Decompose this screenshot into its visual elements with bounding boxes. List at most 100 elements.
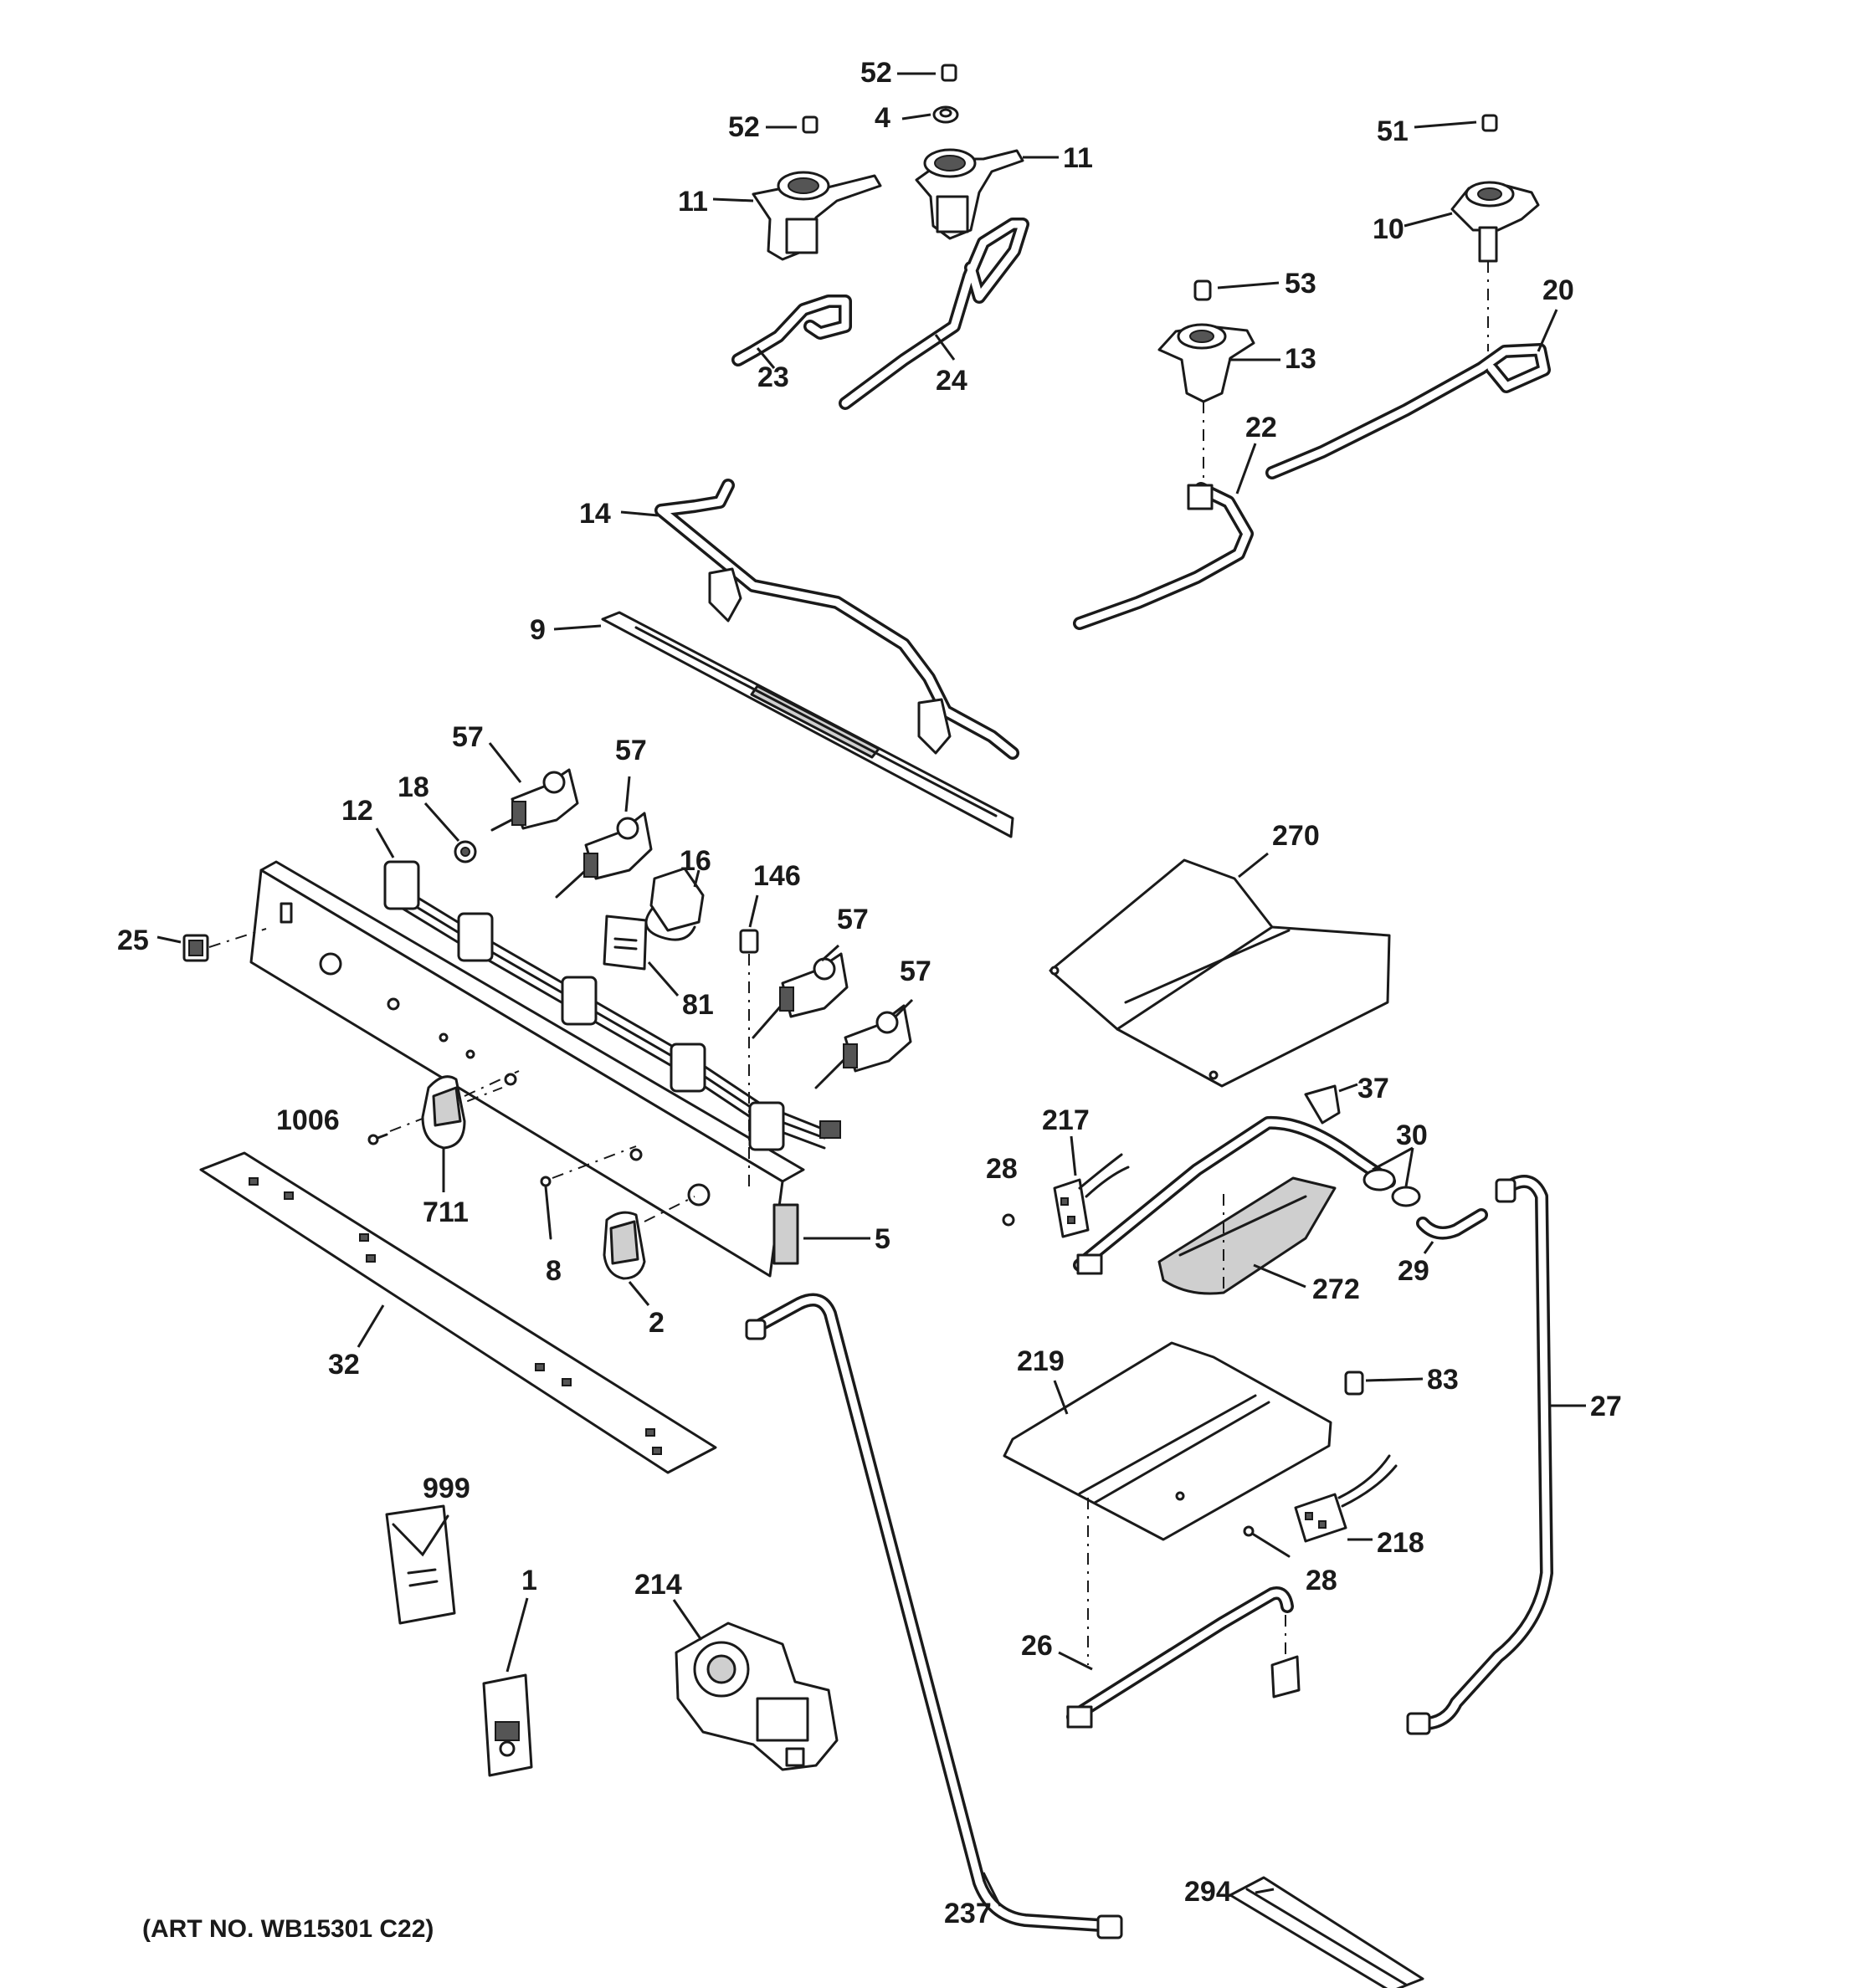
supply-tube-27 xyxy=(1406,1175,1586,1735)
igniter-218 xyxy=(1294,1454,1398,1543)
burner-tube-22 xyxy=(1073,443,1257,630)
heat-shield-270 xyxy=(1049,852,1391,1088)
valve-57-b xyxy=(555,776,653,899)
burner-tube-24 xyxy=(839,218,1029,410)
label-237: 237 xyxy=(944,1898,992,1929)
label-20: 20 xyxy=(1542,274,1574,306)
gas-manifold-14 xyxy=(620,479,1019,760)
art-number: (ART NO. WB15301 C22) xyxy=(142,1915,434,1943)
label-146: 146 xyxy=(753,860,801,892)
label-1: 1 xyxy=(521,1565,537,1596)
valve-57-d xyxy=(814,998,914,1089)
bracket-1 xyxy=(482,1597,533,1777)
valve-57-c xyxy=(752,944,849,1039)
label-294: 294 xyxy=(1184,1876,1232,1908)
orifice-52-top xyxy=(897,64,957,82)
label-2: 2 xyxy=(649,1307,665,1339)
label-9: 9 xyxy=(530,614,546,646)
screw-28-a xyxy=(1002,1213,1015,1227)
valve-57-a xyxy=(488,742,579,832)
label-22: 22 xyxy=(1245,412,1277,443)
label-4: 4 xyxy=(875,102,890,134)
label-218: 218 xyxy=(1377,1527,1424,1559)
labels: 52 52 4 51 11 11 10 53 20 13 23 24 22 14… xyxy=(117,57,1622,1943)
label-23: 23 xyxy=(757,361,789,393)
burner-head-11-left xyxy=(712,171,882,261)
label-711: 711 xyxy=(423,1196,469,1228)
label-18: 18 xyxy=(398,771,429,803)
igniter-217 xyxy=(1053,1135,1130,1238)
nut-18 xyxy=(423,802,477,863)
label-57-c: 57 xyxy=(837,904,869,935)
burner-head-10 xyxy=(1404,181,1540,263)
label-12: 12 xyxy=(341,795,373,827)
literature-999 xyxy=(385,1504,456,1625)
label-999: 999 xyxy=(423,1473,470,1504)
label-217: 217 xyxy=(1042,1104,1090,1136)
control-overlay-32 xyxy=(199,1151,717,1474)
label-27: 27 xyxy=(1590,1391,1622,1422)
label-57-d: 57 xyxy=(900,956,931,987)
label-29: 29 xyxy=(1398,1255,1429,1287)
burner-tube-23 xyxy=(731,295,852,369)
label-57-b: 57 xyxy=(615,735,647,766)
label-28-a: 28 xyxy=(986,1153,1018,1185)
broil-burner-26 xyxy=(1058,1586,1301,1729)
orifice-51 xyxy=(1414,114,1498,132)
wire-harness-12 xyxy=(375,827,841,1151)
label-52-a: 52 xyxy=(728,111,760,143)
label-8: 8 xyxy=(546,1255,562,1287)
spreader-272 xyxy=(1157,1176,1337,1295)
label-11-b: 11 xyxy=(1063,142,1093,174)
label-270: 270 xyxy=(1272,820,1320,852)
label-83: 83 xyxy=(1427,1364,1459,1396)
burner-tube-20 xyxy=(1265,309,1558,479)
ignition-switch-16 xyxy=(644,867,705,941)
screw-8 xyxy=(540,1145,637,1240)
label-52-b: 52 xyxy=(860,57,892,89)
label-272: 272 xyxy=(1312,1273,1360,1305)
nut-4 xyxy=(901,105,959,124)
screw-53 xyxy=(1193,279,1280,301)
shield-294 xyxy=(1229,1876,1424,1988)
label-51: 51 xyxy=(1377,115,1409,147)
control-panel-5 xyxy=(249,860,870,1278)
bake-burner-30 xyxy=(1073,1115,1421,1275)
label-81: 81 xyxy=(682,989,714,1021)
orifice-52-left xyxy=(766,115,819,134)
label-10: 10 xyxy=(1373,213,1404,245)
heat-shield-219 xyxy=(1003,1341,1332,1665)
clip-146 xyxy=(739,894,759,1188)
baffle-37 xyxy=(1304,1083,1358,1125)
supply-tube-237 xyxy=(745,1293,1123,1939)
label-26: 26 xyxy=(1021,1630,1053,1662)
label-11-a: 11 xyxy=(678,186,708,218)
label-81 xyxy=(603,915,680,997)
label-32: 32 xyxy=(328,1349,360,1381)
label-14: 14 xyxy=(579,498,611,530)
label-28-b: 28 xyxy=(1306,1565,1337,1596)
label-53: 53 xyxy=(1285,268,1316,300)
knob-2 xyxy=(603,1196,695,1306)
orifice-29 xyxy=(1416,1208,1488,1254)
knob-711 xyxy=(421,1070,520,1192)
label-25: 25 xyxy=(117,925,149,956)
label-30: 30 xyxy=(1396,1120,1428,1151)
label-16: 16 xyxy=(680,845,711,877)
screw-28-b xyxy=(1243,1525,1291,1558)
label-214: 214 xyxy=(634,1569,682,1601)
manifold-bracket-9 xyxy=(553,611,1014,838)
label-5: 5 xyxy=(875,1223,890,1255)
switch-25 xyxy=(157,928,267,962)
burner-head-11-right xyxy=(915,148,1059,240)
label-24: 24 xyxy=(936,365,967,397)
label-219: 219 xyxy=(1017,1345,1065,1377)
label-13: 13 xyxy=(1285,343,1316,375)
screw-83 xyxy=(1344,1371,1424,1396)
label-37: 37 xyxy=(1357,1073,1389,1104)
gas-valve-214 xyxy=(672,1599,839,1771)
burner-head-13 xyxy=(1157,323,1280,485)
label-57-a: 57 xyxy=(452,721,484,753)
label-1006: 1006 xyxy=(276,1104,340,1136)
